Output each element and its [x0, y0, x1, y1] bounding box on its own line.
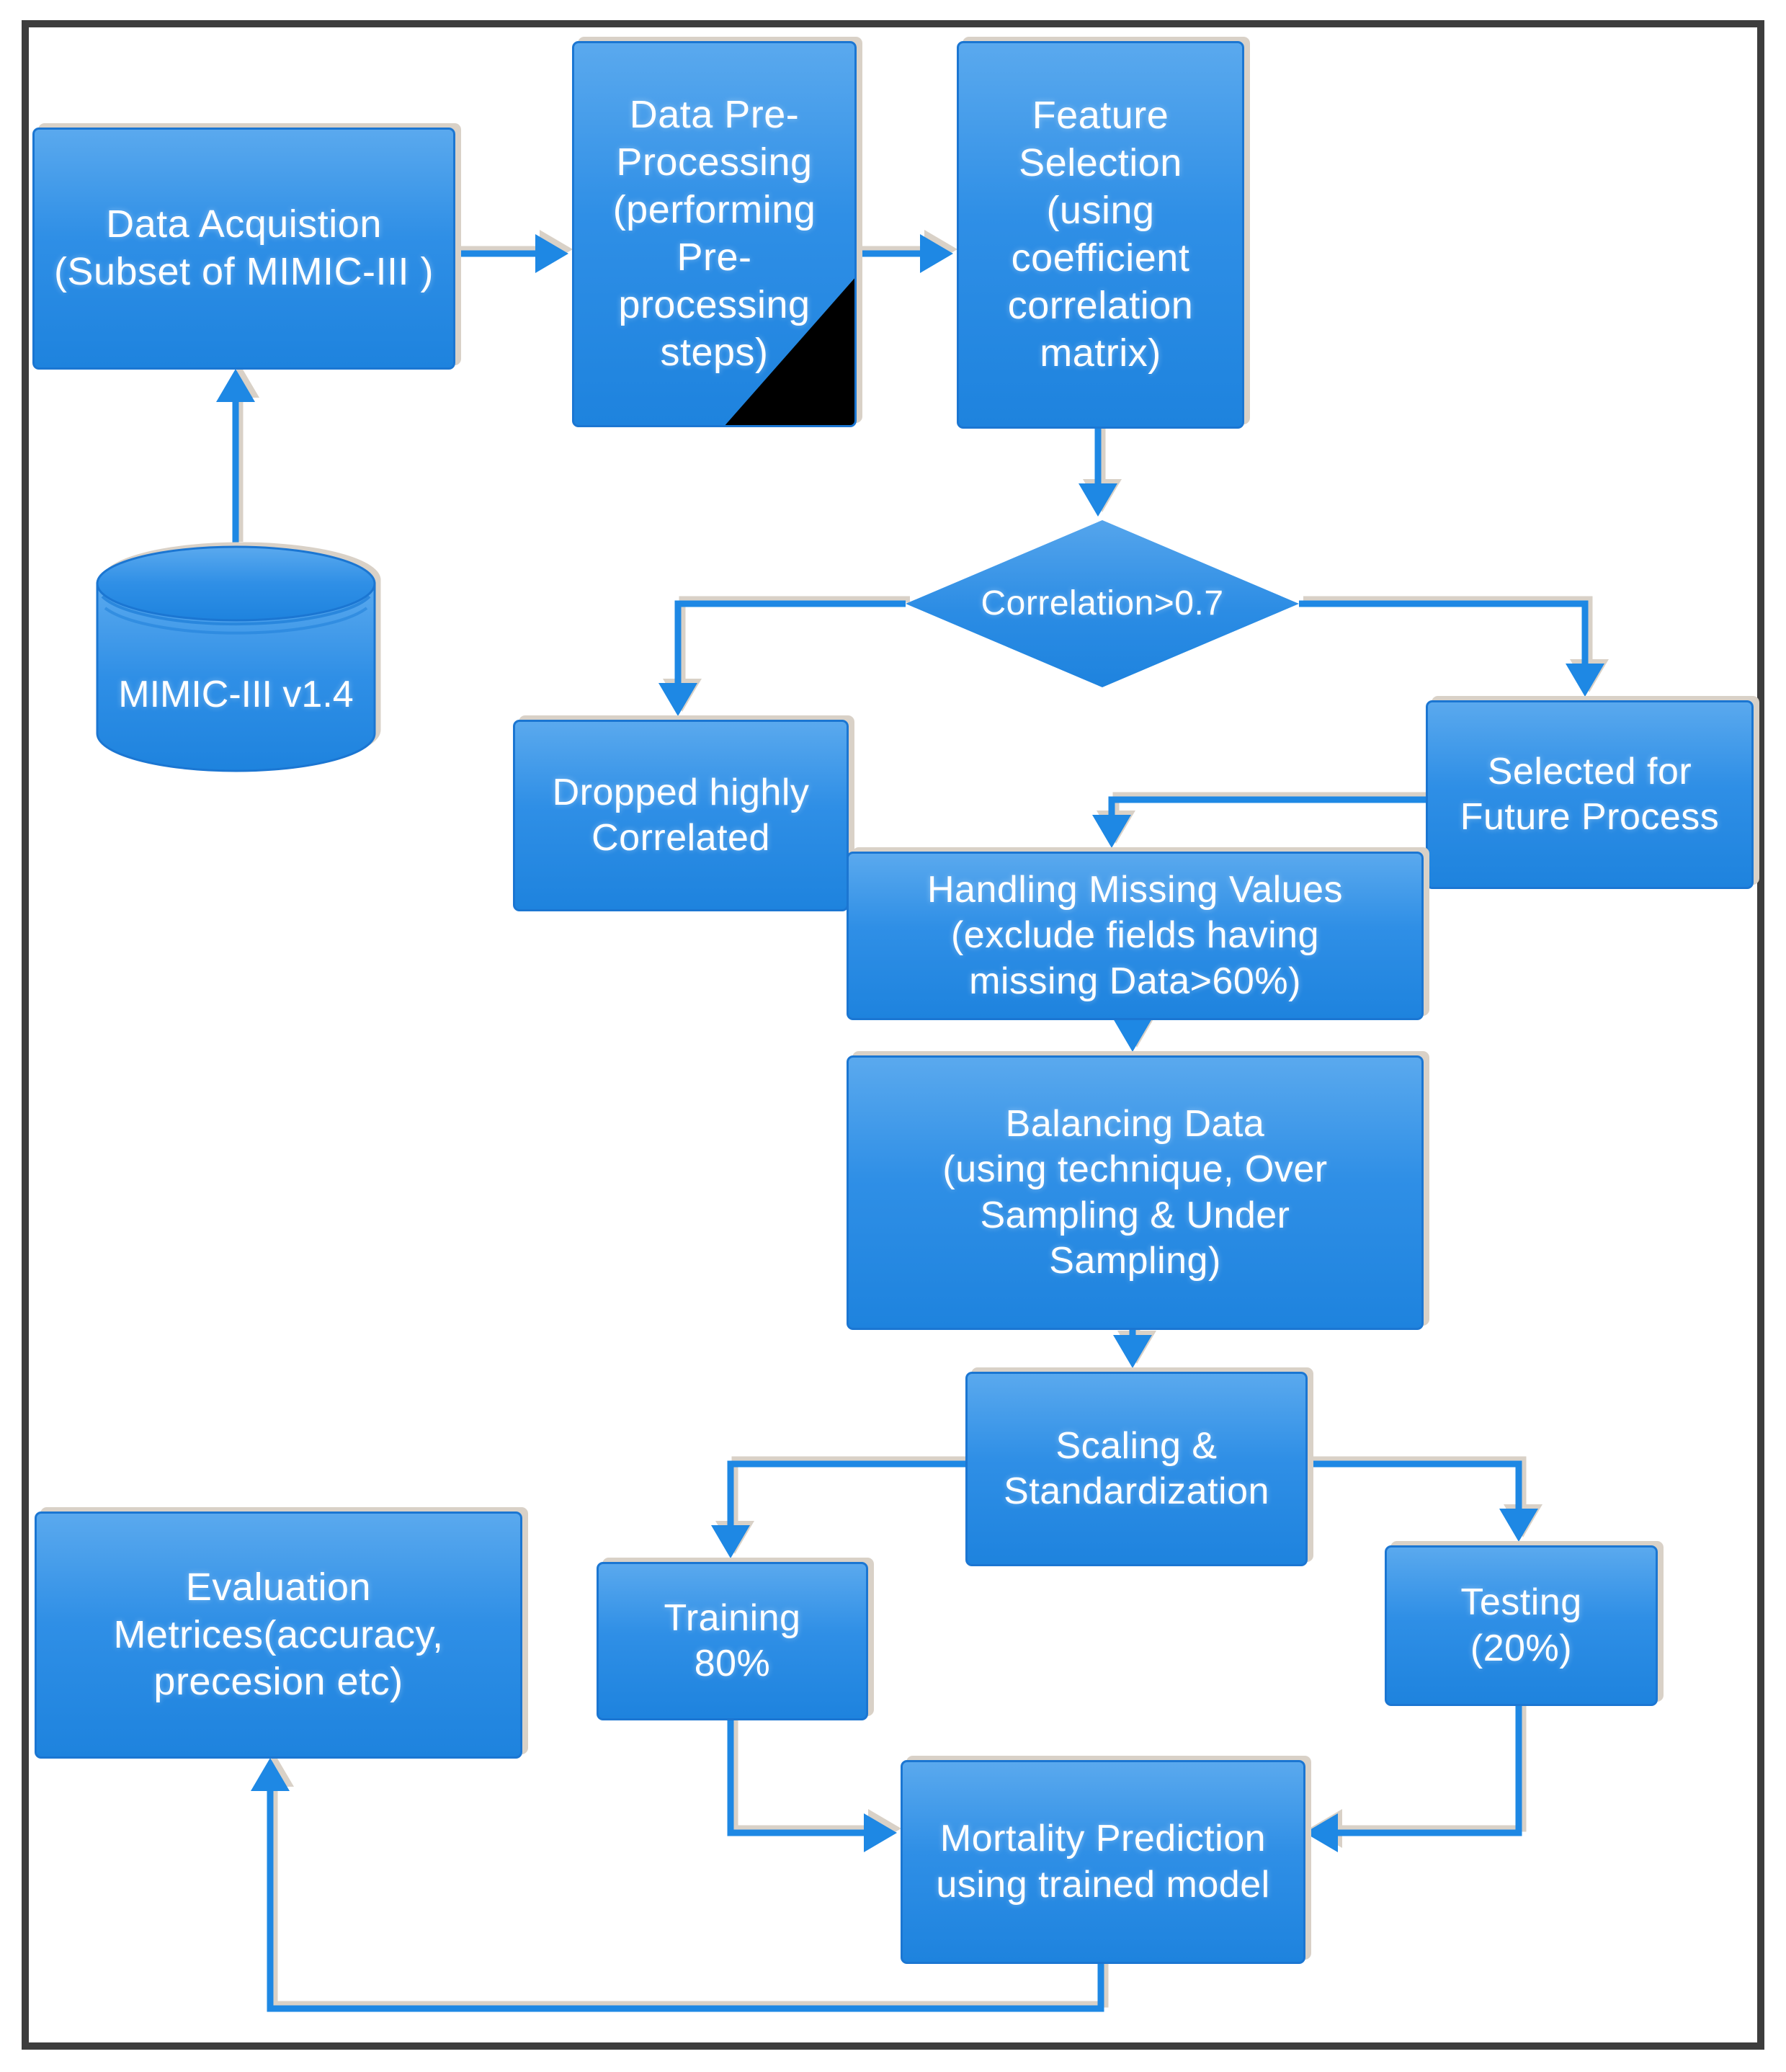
node-training-80: Training 80%	[597, 1562, 868, 1720]
node-decision-label: Correlation>0.7	[981, 584, 1224, 622]
node-data-preprocessing: Data Pre- Processing (performing Pre- pr…	[572, 41, 857, 427]
node-mortality-label: Mortality Prediction using trained model	[936, 1818, 1270, 1906]
node-testing-label: Testing (20%)	[1460, 1581, 1582, 1669]
arrowhead-scaling-to-testing	[1499, 1509, 1538, 1542]
node-mimic-database: MIMIC-III v1.4	[95, 545, 377, 774]
connector-selected-to-handling	[1092, 796, 1426, 848]
connector-scaling-to-testing	[1303, 1460, 1538, 1542]
connector-training-to-mortality	[727, 1716, 897, 1852]
arrowhead-preprocessing-to-feature-selection	[920, 234, 953, 273]
arrowhead-feature-selection-to-decision	[1079, 483, 1117, 517]
connector-scaling-to-training	[711, 1460, 965, 1558]
arrowhead-acquisition-to-preprocessing	[535, 234, 568, 273]
arrowhead-testing-to-mortality	[1305, 1813, 1338, 1852]
node-data-acquisition: Data Acquistion (Subset of MIMIC-III )	[32, 128, 455, 370]
node-balancing-label: Balancing Data (using technique, Over Sa…	[942, 1102, 1328, 1282]
node-mimic-database-label: MIMIC-III v1.4	[118, 674, 354, 716]
node-feature-selection-label: Feature Selection (using coefficient cor…	[1007, 94, 1194, 375]
node-scaling-label: Scaling & Standardization	[1004, 1424, 1269, 1512]
node-evaluation-metrices: Evaluation Metrices(accuracy, precesion …	[35, 1511, 522, 1759]
arrowhead-scaling-to-training	[711, 1525, 750, 1558]
node-testing-20: Testing (20%)	[1385, 1545, 1658, 1706]
connector-decision-to-dropped	[658, 600, 906, 716]
connector-mortality-to-evaluation	[251, 1758, 1104, 2012]
connector-feature-selection-to-decision	[1079, 424, 1117, 517]
shadow-scaling-to-training	[715, 1456, 970, 1554]
shadow-decision-to-selected	[1303, 596, 1609, 692]
connector-decision-to-selected	[1299, 600, 1604, 697]
node-mortality-prediction: Mortality Prediction using trained model	[901, 1760, 1305, 1964]
node-dropped-label: Dropped highly Correlated	[552, 771, 810, 859]
node-feature-selection: Feature Selection (using coefficient cor…	[957, 41, 1244, 429]
shadow-decision-to-dropped	[663, 596, 910, 712]
node-handling-label: Handling Missing Values (exclude fields …	[927, 868, 1344, 1002]
node-dropped-highly-correlated: Dropped highly Correlated	[513, 720, 849, 911]
node-handling-missing-values: Handling Missing Values (exclude fields …	[847, 852, 1424, 1020]
shadow-testing-to-mortality	[1309, 1697, 1527, 1848]
node-selected-for-future-process: Selected for Future Process	[1426, 700, 1754, 889]
connector-mimic-to-acquisition	[216, 369, 255, 546]
arrowhead-mortality-to-evaluation	[251, 1758, 290, 1791]
connector-preprocessing-to-feature-selection	[852, 234, 953, 273]
node-scaling-standardization: Scaling & Standardization	[965, 1372, 1308, 1566]
node-training-label: Training 80%	[664, 1597, 801, 1684]
connector-handling-to-balancing	[1113, 1016, 1152, 1052]
node-balancing-data: Balancing Data (using technique, Over Sa…	[847, 1055, 1424, 1330]
database-cylinder-icon	[96, 545, 376, 772]
node-evaluation-label: Evaluation Metrices(accuracy, precesion …	[113, 1565, 444, 1704]
arrowhead-decision-to-selected	[1566, 664, 1604, 697]
arrowhead-handling-to-balancing	[1113, 1019, 1152, 1052]
arrowhead-mimic-to-acquisition	[216, 369, 255, 402]
arrowhead-decision-to-dropped	[658, 683, 697, 716]
arrowhead-training-to-mortality	[864, 1813, 897, 1852]
black-corner-triangle	[723, 276, 854, 425]
figure-border	[22, 20, 1764, 2050]
arrowhead-selected-to-handling	[1092, 815, 1131, 848]
connector-acquisition-to-preprocessing	[451, 234, 568, 273]
connector-testing-to-mortality	[1305, 1702, 1522, 1852]
node-data-acquisition-label: Data Acquistion (Subset of MIMIC-III )	[53, 202, 434, 293]
arrowhead-balancing-to-scaling	[1113, 1335, 1152, 1368]
shadow-scaling-to-testing	[1308, 1456, 1542, 1537]
node-selected-label: Selected for Future Process	[1460, 750, 1720, 838]
